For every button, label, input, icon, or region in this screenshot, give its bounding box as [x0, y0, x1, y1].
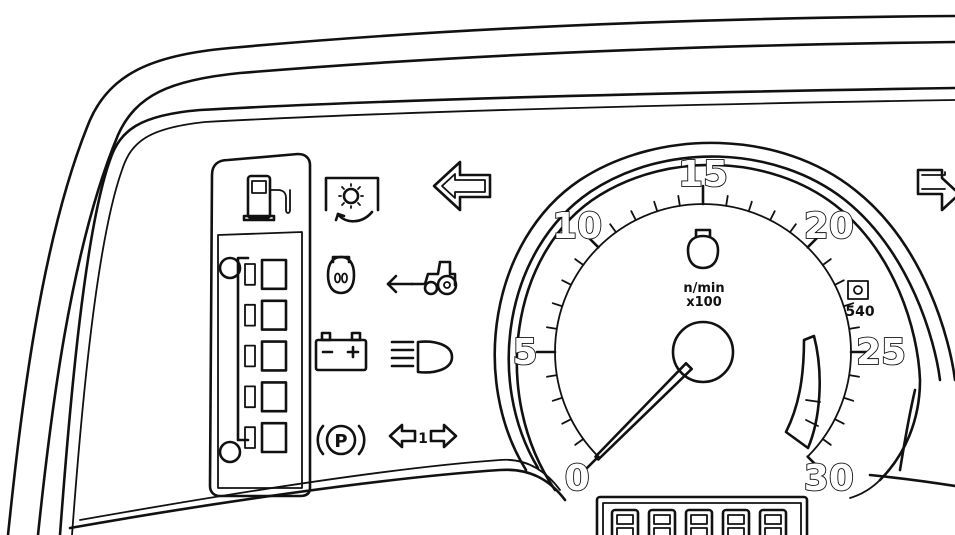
tach-redline-zone: [784, 334, 821, 450]
engine-oil-icon: [686, 228, 720, 270]
tach-hub: [671, 320, 735, 384]
tach-tick: [842, 302, 855, 308]
lcd-display: [595, 495, 809, 535]
tach-tick: [546, 374, 558, 378]
glow-plug-icon: [326, 255, 356, 295]
fuel-gauge-segment: [260, 381, 288, 413]
pto-engaged-icon: [324, 176, 380, 223]
tach-tick: [789, 223, 797, 234]
tach-tick: [546, 326, 558, 330]
tach-scale-label: 10: [552, 206, 602, 247]
tach-tick: [551, 396, 564, 402]
trailer-turn-label: 1: [418, 431, 428, 447]
fuel-gauge-bottom-marker: [218, 440, 242, 464]
tach-tick: [833, 418, 845, 425]
trailer-indicator-icon: [386, 260, 458, 296]
left-turn-arrow-icon: [432, 160, 492, 212]
tach-tick: [821, 438, 832, 446]
tach-tick: [561, 418, 573, 425]
tach-tick: [769, 210, 776, 222]
dashboard-bottom-right-trim: [868, 473, 955, 488]
fuel-gauge-top-marker: [218, 256, 242, 280]
fuel-gauge: [208, 152, 312, 498]
lcd-digit: [647, 508, 677, 535]
tach-tick: [806, 455, 822, 471]
tach-tick: [725, 195, 729, 207]
tach-tick: [747, 200, 753, 213]
tach-tick: [653, 200, 659, 213]
tach-unit-line1: n/min: [683, 281, 724, 296]
tach-tick: [833, 279, 845, 286]
tach-tick: [806, 233, 822, 249]
headlight-high-beam-icon: [390, 340, 454, 374]
dashboard-right-curve: [898, 388, 917, 472]
tach-tick: [821, 258, 832, 266]
lcd-digit: [610, 508, 640, 535]
tach-scale-label: 30: [804, 458, 854, 499]
tach-tick: [584, 233, 600, 249]
parking-brake-icon: P: [316, 424, 366, 456]
tachometer: 0 5 10 15 20 25 30 n/min x100 540: [493, 141, 955, 500]
fuel-gauge-segment-notch: [244, 385, 256, 409]
tach-tick: [848, 326, 860, 330]
dashboard-outer-housing-inner: [36, 40, 955, 535]
fuel-gauge-segment-notch: [244, 303, 256, 327]
tach-tick: [551, 302, 564, 308]
dashboard-bottom-trim: [68, 468, 567, 530]
lcd-digit: [721, 508, 751, 535]
tach-scale-label: 20: [804, 206, 854, 247]
tach-tick: [677, 195, 681, 207]
dashboard-face-border-inner: [71, 99, 955, 535]
tach-scale-label: 0: [565, 458, 590, 499]
lcd-digit: [684, 508, 714, 535]
pto-540-marker: 540: [845, 280, 875, 320]
tach-needle: [594, 362, 693, 461]
parking-brake-label: P: [334, 431, 347, 452]
tach-scale-label: 5: [512, 332, 537, 373]
battery-charge-icon: [314, 331, 368, 372]
tach-unit-line2: x100: [686, 295, 722, 310]
tach-scale-label: 15: [678, 154, 728, 195]
fuel-gauge-segment: [260, 421, 288, 454]
dashboard-outer-housing: [6, 14, 955, 535]
fuel-gauge-segment: [260, 299, 288, 331]
dashboard-bottom-trim-inner: [79, 458, 561, 521]
fuel-gauge-segment: [260, 258, 288, 291]
right-turn-arrow-icon: [916, 168, 955, 212]
tach-tick: [842, 396, 855, 402]
tach-tick: [561, 279, 573, 286]
fuel-pump-icon: [242, 174, 291, 222]
fuel-gauge-segment-notch: [244, 344, 256, 368]
lcd-digit: [758, 508, 788, 535]
tach-tick: [630, 210, 637, 222]
tach-scale-arc: [554, 203, 852, 458]
fuel-gauge-segment-notch: [244, 426, 256, 449]
tach-scale-label: 25: [856, 332, 906, 373]
tach-tick: [609, 223, 617, 234]
tach-tick: [574, 438, 585, 446]
tach-tick: [574, 258, 585, 266]
fuel-gauge-segment-notch: [244, 263, 256, 286]
dashboard-face-border: [58, 86, 955, 535]
tach-tick: [848, 374, 860, 378]
pto-540-label: 540: [845, 304, 874, 320]
fuel-gauge-segment: [260, 340, 288, 372]
trailer-turn-indicator-icon: 1: [388, 423, 458, 449]
